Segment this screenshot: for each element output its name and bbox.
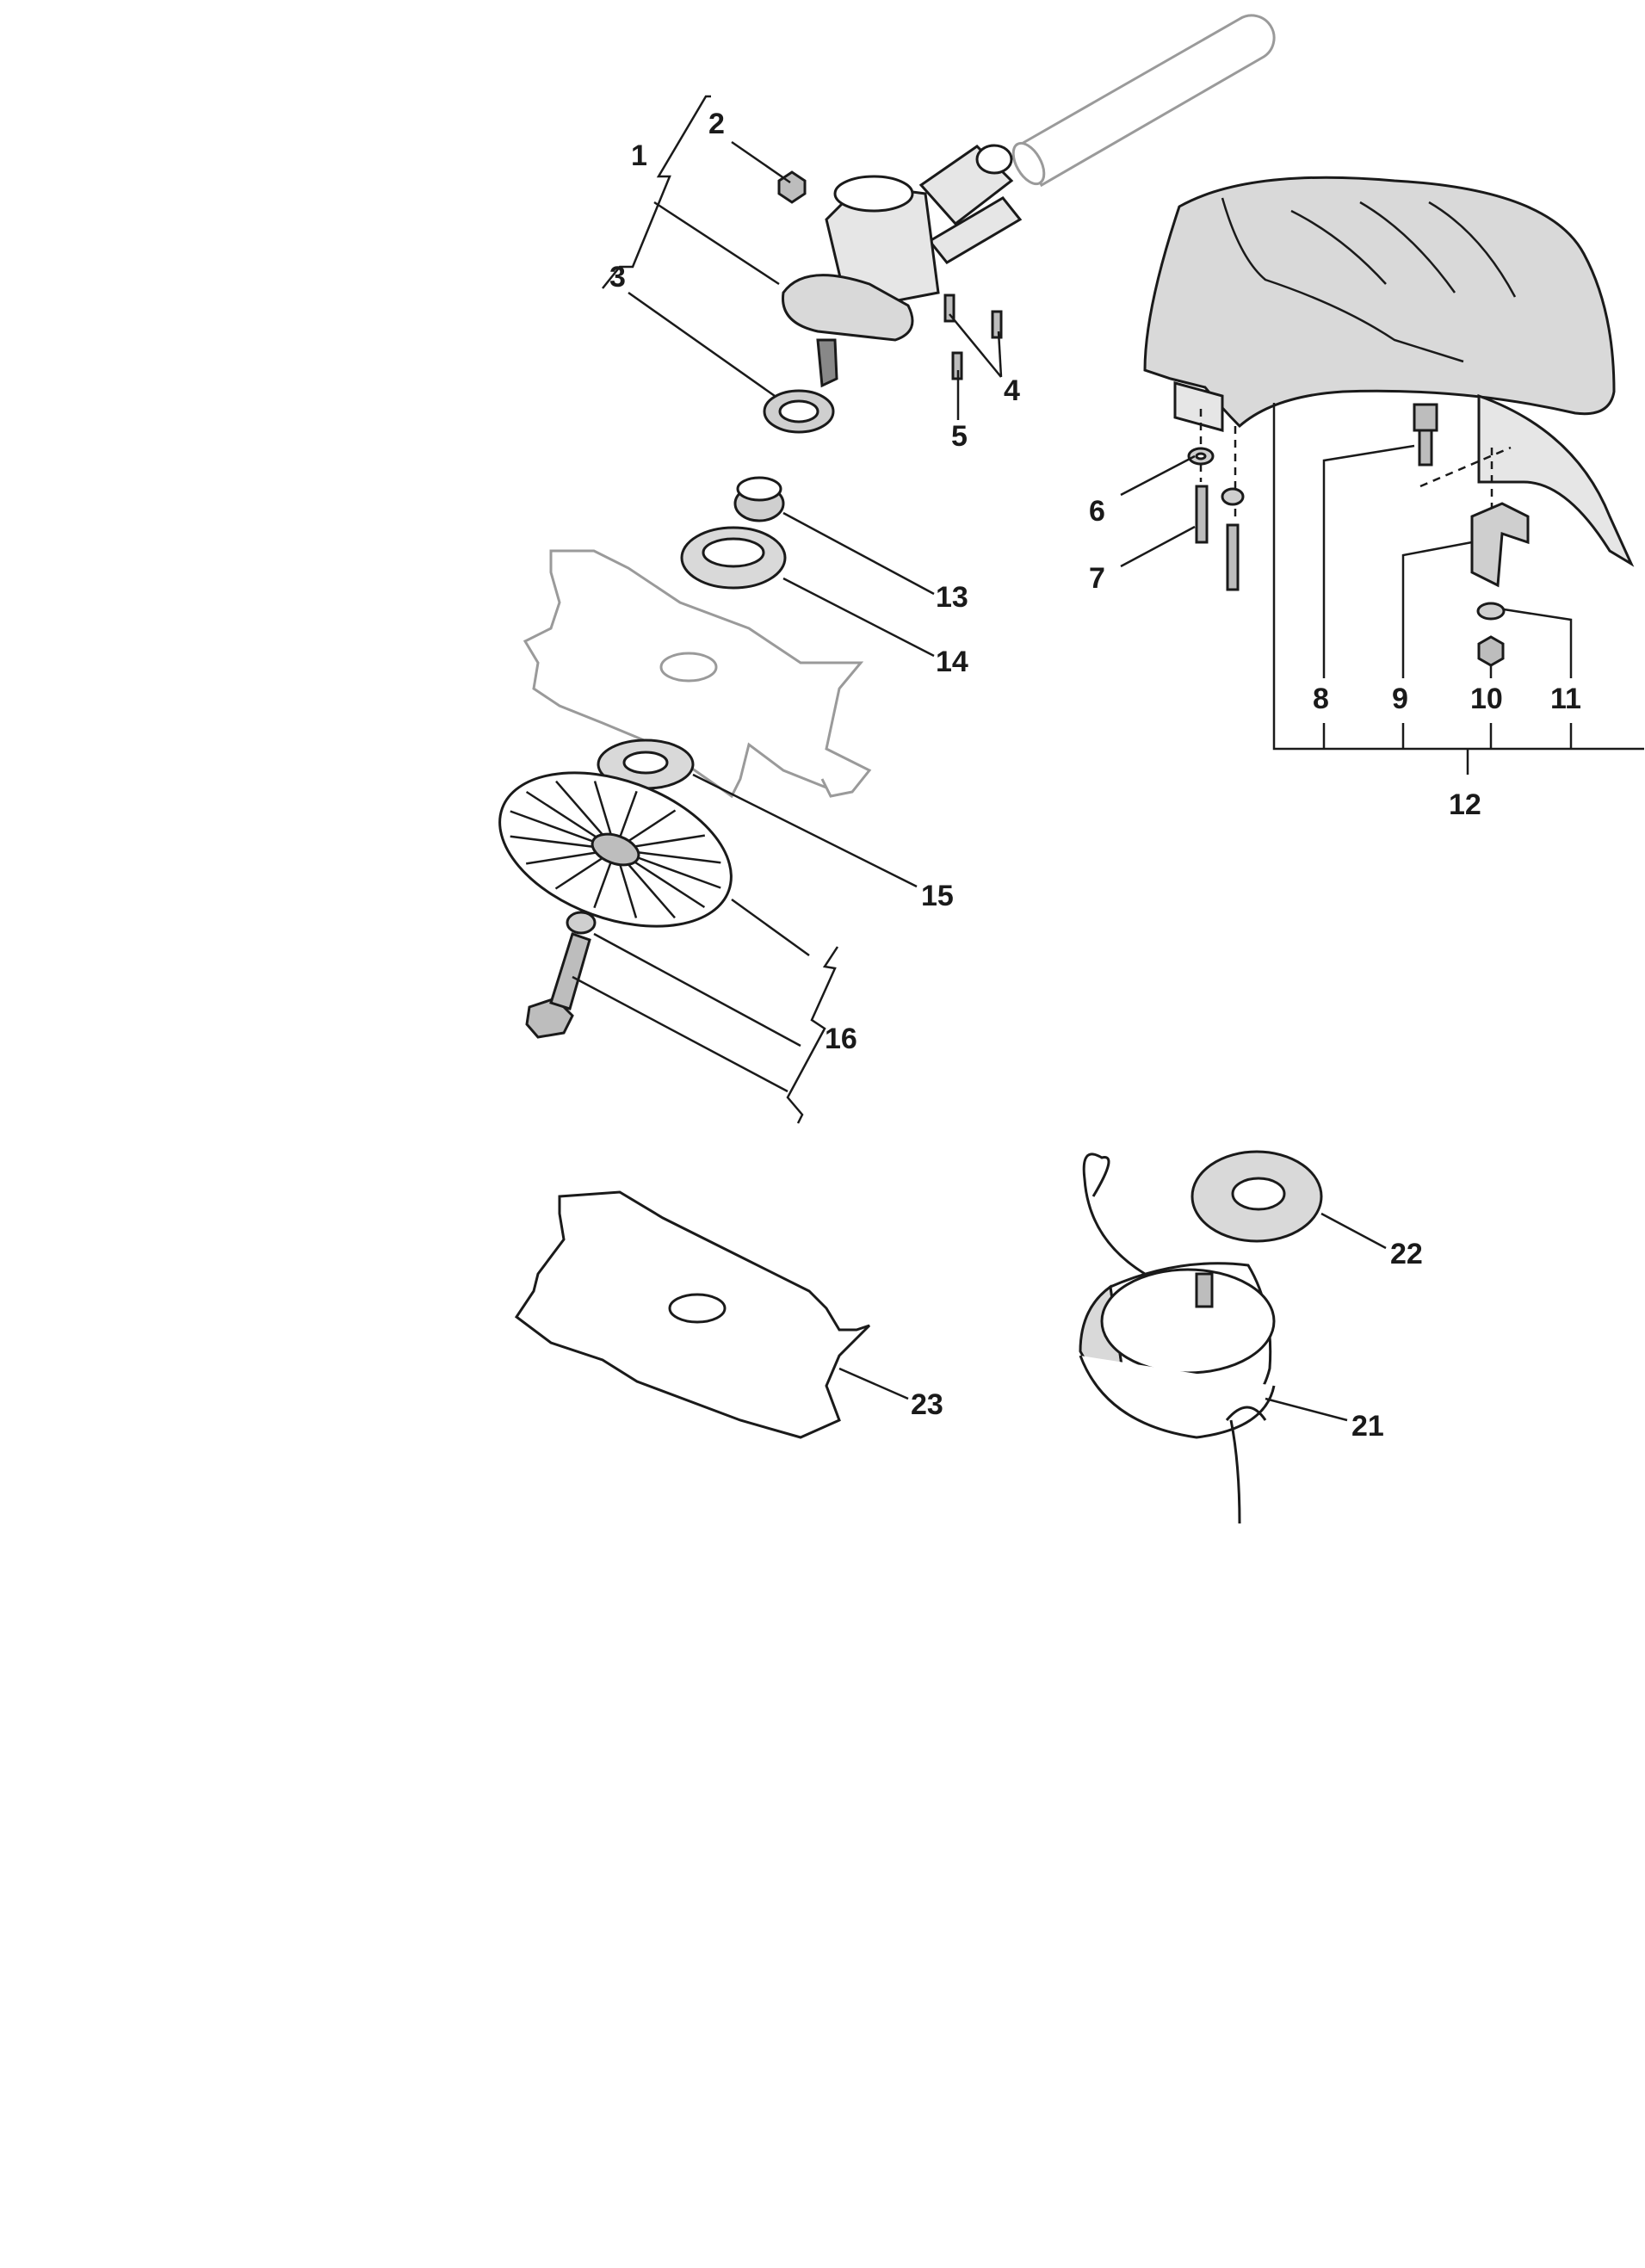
callout-5: 5 <box>951 420 968 453</box>
callout-labels: 1 2 3 4 5 6 7 8 9 10 11 12 13 14 15 16 2… <box>609 108 1581 1443</box>
leader-lines <box>572 95 1644 1422</box>
callout-7: 7 <box>1089 562 1105 595</box>
callout-1: 1 <box>631 139 647 172</box>
callout-13: 13 <box>936 581 968 614</box>
part-11-washer <box>1476 602 1506 621</box>
callout-15: 15 <box>921 880 954 912</box>
part-13-bushing <box>733 476 785 522</box>
callout-22: 22 <box>1390 1238 1423 1270</box>
part-15-washer <box>597 738 695 790</box>
gear-head-assembly <box>782 144 1023 388</box>
part-23-blade <box>514 1190 871 1439</box>
callout-10: 10 <box>1470 683 1503 715</box>
callout-11: 11 <box>1550 683 1581 715</box>
callout-14: 14 <box>936 646 968 678</box>
guard-shield <box>1143 176 1635 567</box>
callout-4: 4 <box>1004 374 1020 407</box>
part-6-washer <box>1187 447 1215 466</box>
callout-23: 23 <box>911 1388 943 1421</box>
callout-16: 16 <box>825 1023 857 1055</box>
part-16-washer <box>566 911 597 935</box>
part-10-nut <box>1477 635 1505 667</box>
part-7-screws <box>1195 485 1245 591</box>
part-21-trimmer-head <box>1079 1153 1276 1524</box>
callout-21: 21 <box>1351 1410 1384 1443</box>
part-14-flange <box>680 526 787 590</box>
part-9-bracket <box>1470 502 1530 588</box>
part-8-bolt <box>1413 403 1438 467</box>
part-4-screws <box>943 294 1003 339</box>
drive-shaft-tube <box>1011 14 1276 188</box>
callout-8: 8 <box>1313 683 1329 715</box>
guide-line <box>1419 446 1512 488</box>
callout-2: 2 <box>708 108 725 140</box>
callout-3: 3 <box>609 261 626 294</box>
callout-6: 6 <box>1089 495 1105 528</box>
part-16-bolt <box>525 932 591 1039</box>
part-16-guard-disc <box>498 771 733 928</box>
blade-ghost <box>523 549 872 799</box>
part-22-cap <box>1190 1150 1323 1243</box>
callout-12: 12 <box>1449 788 1481 821</box>
part-3-bearing <box>763 389 835 434</box>
callout-9: 9 <box>1392 683 1408 715</box>
